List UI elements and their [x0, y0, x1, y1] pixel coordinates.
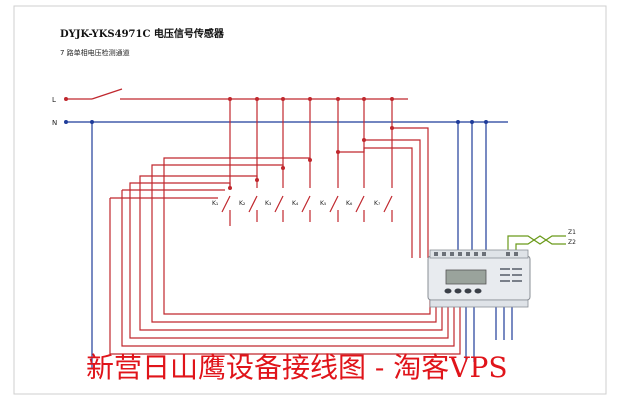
output-label-z1: Z1	[568, 229, 576, 236]
module-indicators	[500, 268, 522, 282]
switch-label-k6: K₆	[346, 200, 353, 207]
voltage-sensor-module	[427, 249, 531, 308]
signal-output-wires: Z1 Z2	[507, 229, 576, 258]
switch-label-k7: K₇	[374, 200, 381, 207]
switch-label-k4: K₄	[292, 200, 299, 207]
switch-label-k3: K₃	[265, 200, 272, 207]
diagram-subtitle: 7 路单相电压检测通道	[60, 49, 130, 57]
watermark-text: 新营日山鹰设备接线图 - 淘客VPS	[86, 351, 508, 384]
switch-label-k1: K₁	[212, 200, 219, 207]
switch-label-k2: K₂	[239, 200, 246, 207]
diagram-title: DYJK-YKS4971C 电压信号传感器	[60, 29, 224, 40]
switch-label-k5: K₅	[320, 200, 327, 207]
output-label-z2: Z2	[568, 239, 576, 246]
module-lcd-display	[445, 269, 487, 285]
neutral-feeds	[456, 120, 488, 258]
label-neutral: N	[52, 119, 57, 127]
label-live: L	[52, 96, 56, 104]
module-buttons	[444, 288, 482, 294]
main-switch	[91, 88, 123, 100]
page-border	[13, 5, 607, 395]
branch-circuits: K₁ K₂ K₃ K₄ K₅ K₆ K₇	[109, 97, 461, 355]
